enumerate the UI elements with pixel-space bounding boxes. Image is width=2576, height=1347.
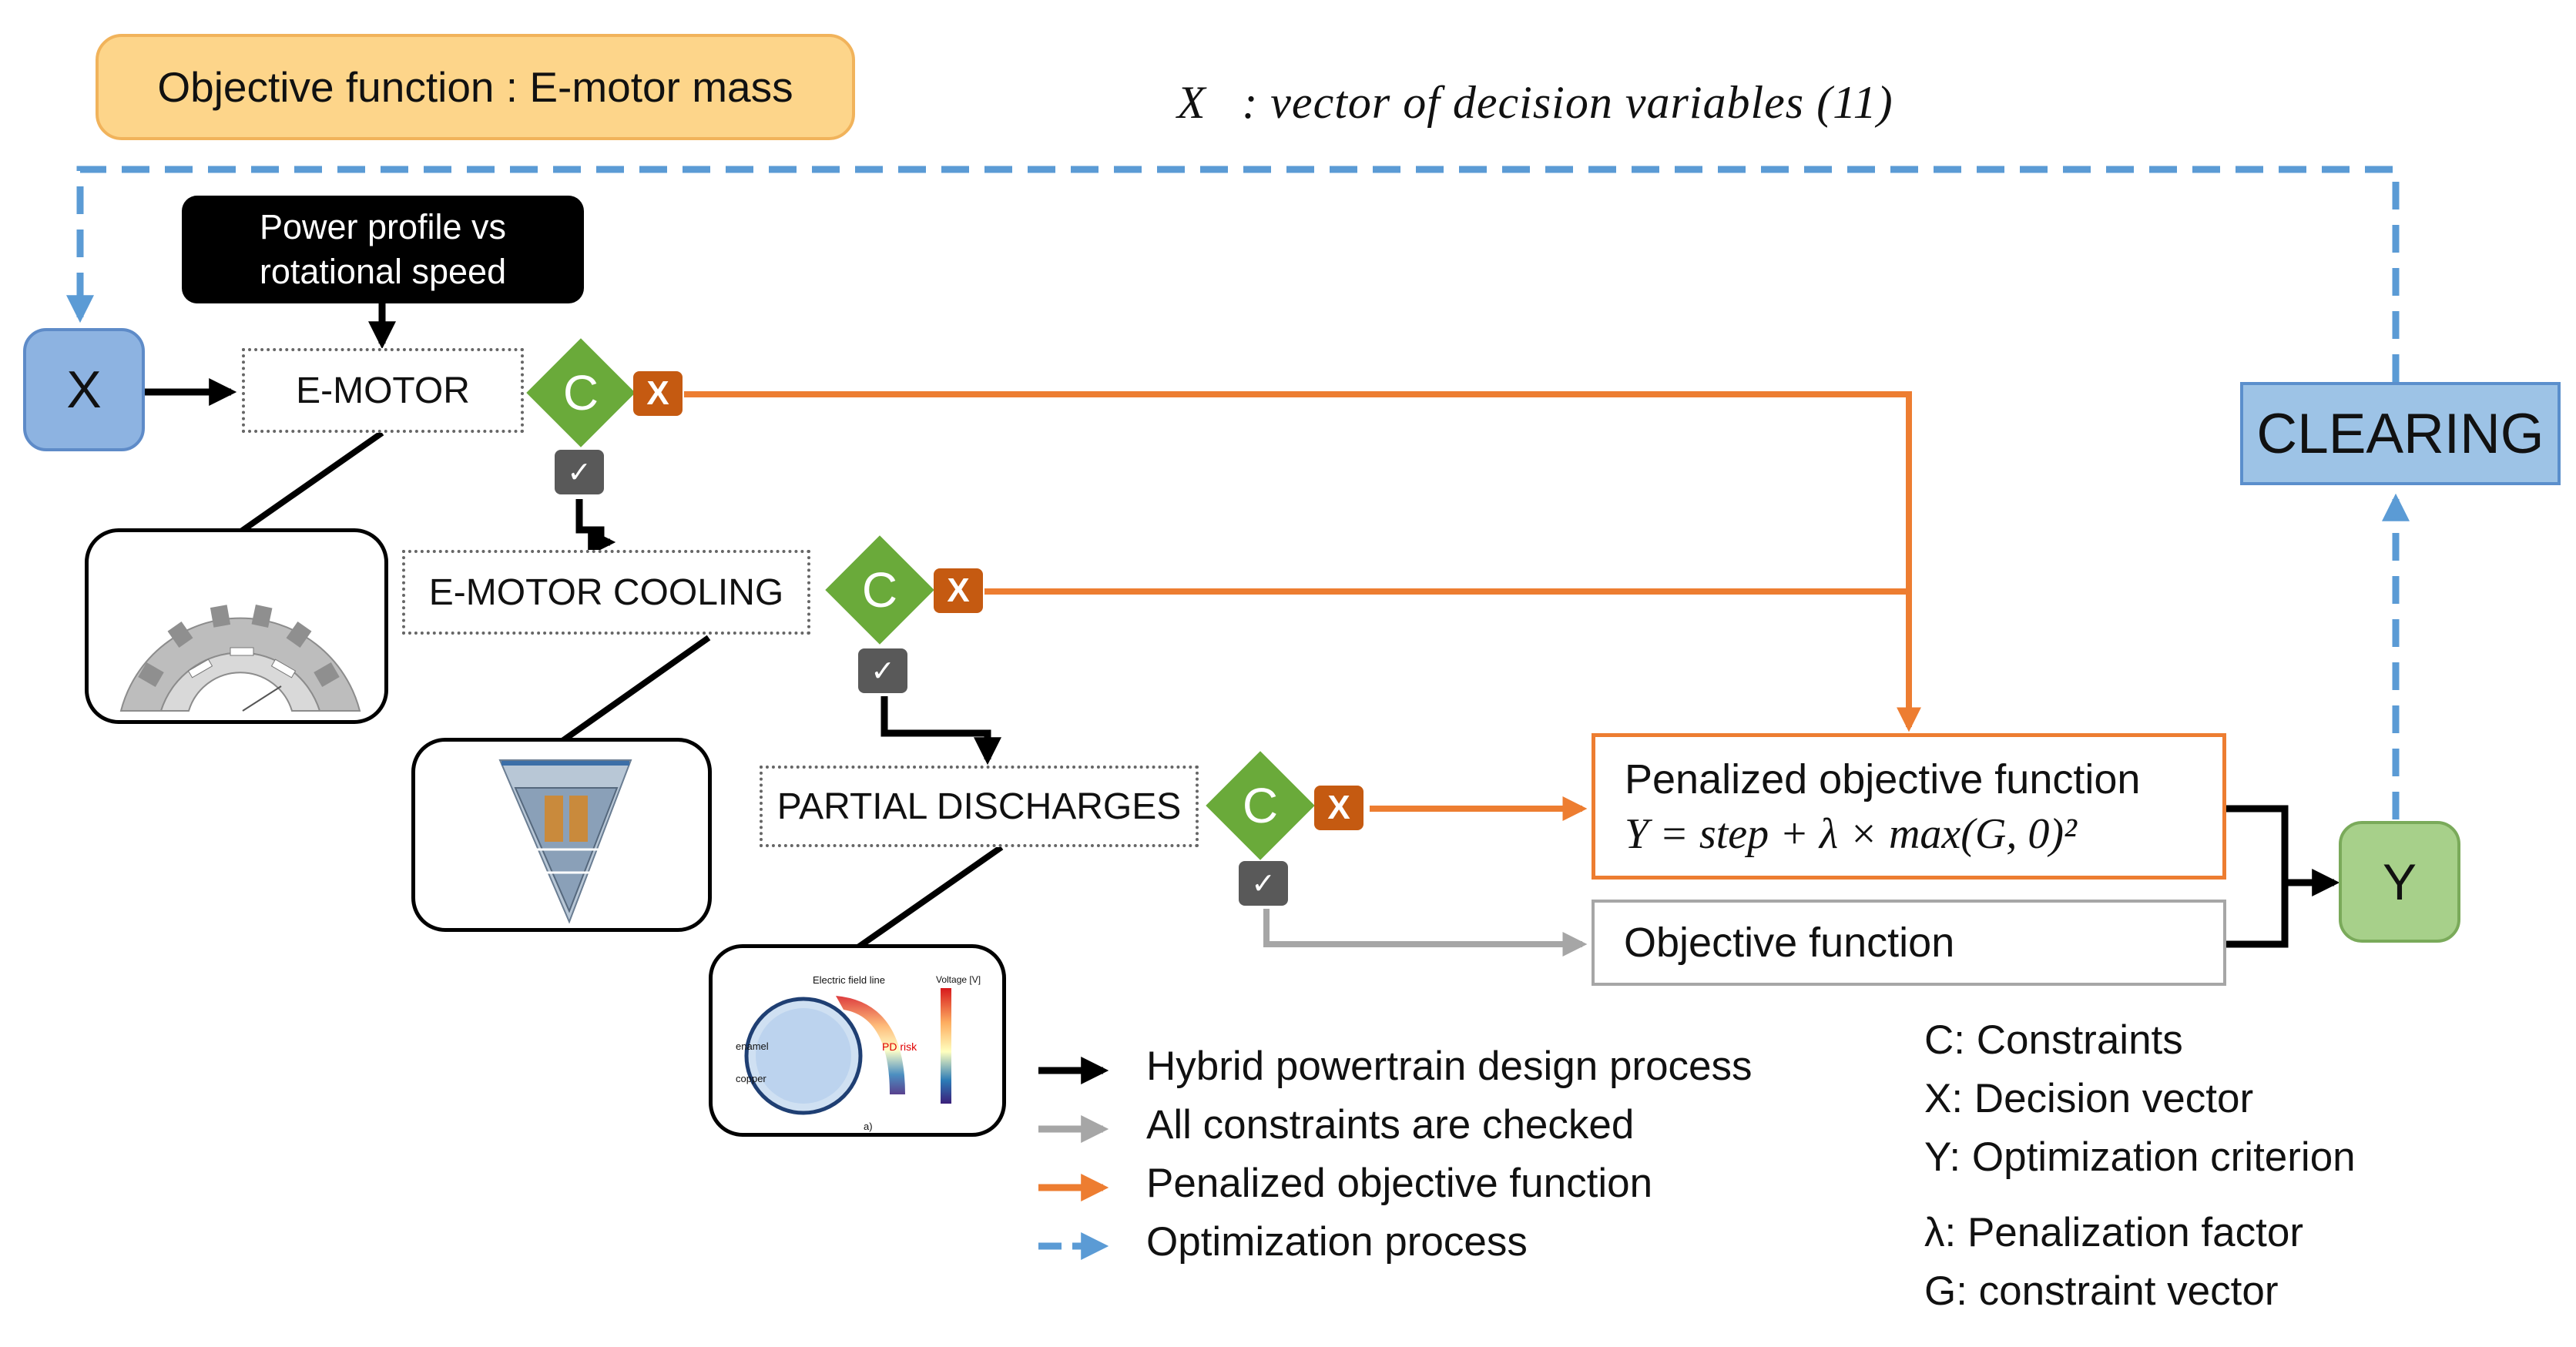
constraint-diamond-1: C <box>522 334 639 451</box>
definition-penalization: λ: Penalization factor <box>1924 1210 2303 1255</box>
legend-item-optimization: Optimization process <box>1146 1219 1528 1265</box>
vector-note: X⃗: vector of decision variables (11) <box>1177 76 1893 128</box>
y-node: Y <box>2339 821 2460 943</box>
pass-badge-1: ✓ <box>555 450 604 494</box>
link-discharges-image <box>851 844 1004 953</box>
legend-item-design: Hybrid powertrain design process <box>1146 1044 1753 1089</box>
discharges-label-risk: PD risk <box>882 1040 917 1053</box>
discharges-label-caption: a) <box>864 1121 873 1132</box>
constraint-label: C <box>861 562 898 618</box>
power-profile-line2: rotational speed <box>259 252 507 291</box>
power-profile-line1: Power profile vs <box>259 207 507 246</box>
orange-line-emotor <box>684 391 1921 732</box>
emotor-box: E-MOTOR <box>242 348 524 433</box>
fail-badge-2: X <box>934 568 983 613</box>
arrow-join-to-y <box>2226 805 2334 948</box>
penalized-title: Penalized objective function <box>1625 756 2141 803</box>
penalized-formula: Y = step + λ × max(G, 0)² <box>1625 810 2077 858</box>
emotor-image <box>85 528 388 724</box>
pass-badge-2: ✓ <box>858 648 907 693</box>
clearing-box: CLEARING <box>2240 382 2561 485</box>
power-profile-box: Power profile vs rotational speed <box>182 196 584 303</box>
constraint-diamond-2: C <box>821 531 938 648</box>
link-cooling-image <box>560 635 711 744</box>
constraint-label: C <box>562 365 599 421</box>
discharges-field-icon <box>744 988 951 1115</box>
objective-title: Objective function : E-motor mass <box>96 34 855 140</box>
fail-badge-1: X <box>633 371 683 416</box>
discharges-label-copper: copper <box>736 1073 766 1084</box>
legend-item-checked: All constraints are checked <box>1146 1102 1635 1148</box>
x-node: X <box>23 328 145 451</box>
legend-item-penalized: Penalized objective function <box>1146 1161 1653 1206</box>
penalized-objective-box: Penalized objective function Y = step + … <box>1592 733 2226 880</box>
grey-line-objective <box>1263 909 1588 957</box>
arrow-check2-to-discharges <box>880 696 1001 766</box>
fail-badge-3: X <box>1314 786 1363 830</box>
cooling-box: E-MOTOR COOLING <box>402 550 810 635</box>
definition-decision-vector: X: Decision vector <box>1924 1076 2254 1121</box>
definition-constraints: C: Constraints <box>1924 1017 2183 1063</box>
cooling-sector-icon <box>498 759 632 924</box>
discharges-label-enamel: enamel <box>736 1040 769 1052</box>
pass-badge-3: ✓ <box>1239 861 1288 906</box>
cooling-image <box>411 738 712 932</box>
objective-function-box: Objective function <box>1592 900 2226 986</box>
discharges-image: Electric field line Voltage [V] enamel c… <box>709 944 1006 1137</box>
optimization-loop-top <box>66 166 2400 382</box>
emotor-cross-section-icon <box>119 604 361 712</box>
discharges-label-voltage: Voltage [V] <box>936 974 981 985</box>
definition-constraint-vector: G: constraint vector <box>1924 1268 2279 1314</box>
link-emotor-image <box>236 430 384 536</box>
constraint-diamond-3: C <box>1202 747 1319 864</box>
arrow-check1-to-cooling <box>575 499 616 556</box>
constraint-label: C <box>1242 778 1279 833</box>
discharges-box: PARTIAL DISCHARGES <box>760 766 1199 847</box>
discharges-label-field: Electric field line <box>813 974 885 986</box>
definition-criterion: Y: Optimization criterion <box>1924 1134 2356 1180</box>
